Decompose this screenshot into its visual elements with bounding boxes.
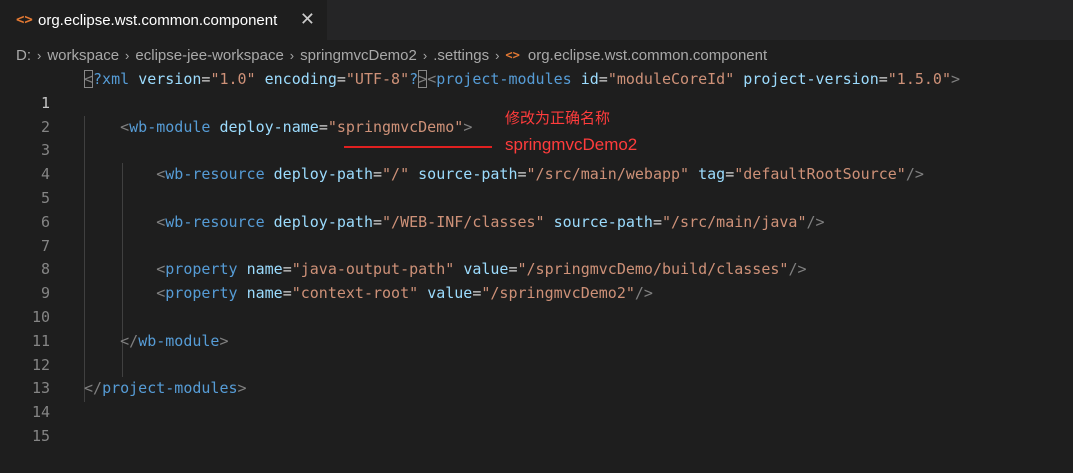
code-line-2: 2: [0, 92, 1073, 136]
chevron-right-icon: ›: [495, 47, 500, 63]
code-line-10: 10 <property name="context-root" value="…: [0, 282, 1073, 326]
annotation-underline: [344, 146, 492, 148]
breadcrumb: D: › workspace › eclipse-jee-workspace ›…: [0, 44, 1073, 66]
line-number: 10: [31, 307, 50, 326]
code-line-1: 1 <?xml version="1.0" encoding="UTF-8"?>…: [0, 68, 1073, 112]
line-number: 1: [40, 93, 50, 112]
code-line-4: 4: [0, 139, 1073, 183]
code-line-14: 14 </project-modules>: [0, 377, 1073, 421]
indent-guide: [84, 116, 85, 402]
breadcrumb-item-file[interactable]: org.eclipse.wst.common.component: [527, 46, 768, 64]
close-icon[interactable]: ✕: [299, 9, 315, 30]
line-number: 7: [40, 236, 50, 255]
line-number: 15: [31, 426, 50, 445]
chevron-right-icon: ›: [289, 47, 295, 63]
chevron-right-icon: ›: [37, 47, 42, 63]
line-number: 14: [31, 403, 50, 422]
line-number: 6: [40, 212, 50, 231]
code-line-11: 11: [0, 306, 1073, 350]
annotation-correct-name: springmvcDemo2: [505, 135, 638, 154]
code-line-6: 6: [0, 187, 1073, 231]
line-number: 12: [31, 355, 50, 374]
code-line-13: 13: [0, 354, 1073, 397]
code-line-8: 8: [0, 235, 1073, 278]
code-line-5: 5 <wb-resource deploy-path="/" source-pa…: [0, 163, 1073, 207]
breadcrumb-item-workspace[interactable]: workspace: [47, 46, 120, 64]
xml-file-icon: <>: [505, 48, 520, 62]
line-number: 13: [31, 379, 50, 398]
code-line-9: 9 <property name="java-output-path" valu…: [0, 258, 1073, 302]
deploy-name-value: "springmvcDemo": [327, 117, 464, 136]
line-number: 4: [40, 165, 50, 184]
tab-bar: <> org.eclipse.wst.common.component ✕: [0, 0, 1073, 40]
line-number: 5: [40, 188, 50, 207]
breadcrumb-item-project[interactable]: springmvcDemo2: [300, 46, 417, 64]
line-number: 9: [40, 284, 50, 303]
breadcrumb-item-drive[interactable]: D:: [16, 46, 31, 64]
code-line-12: 12 </wb-module>: [0, 330, 1073, 374]
code-editor[interactable]: 1 <?xml version="1.0" encoding="UTF-8"?>…: [0, 68, 1073, 445]
line-number: 8: [40, 260, 50, 279]
breadcrumb-item-settings[interactable]: .settings: [433, 46, 490, 64]
breadcrumb-item-eclipse-workspace[interactable]: eclipse-jee-workspace: [135, 46, 284, 64]
code-line-15: 15: [0, 401, 1073, 445]
chevron-right-icon: ›: [422, 47, 428, 63]
tab-title: org.eclipse.wst.common.component: [38, 11, 278, 29]
code-line-7: 7 <wb-resource deploy-path="/WEB-INF/cla…: [0, 211, 1073, 255]
line-number: 11: [31, 331, 50, 350]
line-number: 3: [40, 141, 50, 160]
editor-tab[interactable]: <> org.eclipse.wst.common.component ✕: [0, 0, 327, 40]
code-line-3: 3 <wb-module deploy-name="springmvcDemo"…: [0, 116, 1073, 160]
annotation-note: 修改为正确名称: [505, 109, 611, 127]
xml-file-icon: <>: [16, 12, 33, 28]
chevron-right-icon: ›: [125, 47, 130, 63]
line-number: 2: [40, 117, 50, 136]
indent-guide: [122, 163, 123, 377]
